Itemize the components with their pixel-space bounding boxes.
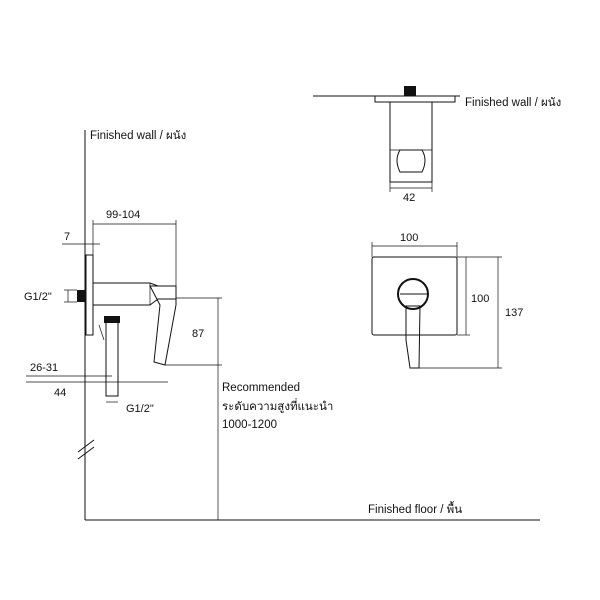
lever-handle-top (396, 149, 426, 173)
finished-wall-label-left: Finished wall / ผนัง (90, 130, 186, 142)
dim-7: 7 (64, 231, 70, 243)
dim-g12-left: G1/2" (24, 291, 52, 303)
dim-g12-bottom: G1/2" (126, 403, 154, 415)
dim-42: 42 (403, 192, 415, 204)
recommended-range-label: 1000-1200 (222, 419, 277, 431)
pipe-detail (98, 324, 105, 341)
valve-body-top (389, 101, 433, 183)
cover-plate-top (374, 95, 456, 103)
lever-handle-front (405, 305, 421, 369)
dim-99-104: 99-104 (106, 209, 140, 221)
finished-wall-label-top: Finished wall / ผนัง (465, 97, 561, 109)
dim-137: 137 (505, 307, 523, 319)
dim-26-31: 26-31 (30, 362, 58, 374)
inlet-pipe-bottom (105, 317, 119, 397)
wall-break-mark (77, 439, 95, 453)
dim-44: 44 (54, 387, 66, 399)
inlet-nipple-top (404, 86, 416, 96)
finished-floor-label: Finished floor / พื้น (368, 501, 462, 516)
recommended-label: Recommended (222, 382, 300, 394)
dim-100-height: 100 (471, 293, 489, 305)
lever-handle-side (149, 285, 177, 366)
cover-plate-front (371, 256, 458, 336)
recommended-thai-label: ระดับความสูงที่แนะนำ (222, 398, 333, 413)
dim-87: 87 (192, 328, 204, 340)
side-view: 99-104 7 G1/2" 87 26-31 44 G1/2" Finishe… (24, 130, 540, 521)
front-view: 100 100 137 (371, 232, 523, 369)
cover-plate-side (85, 254, 94, 336)
inlet-nipple-bottom (104, 316, 120, 323)
dim-100-width: 100 (400, 232, 418, 244)
inlet-nipple-left (77, 290, 85, 302)
top-view: 42 Finished wall / ผนัง (313, 86, 561, 204)
wall-break-mark (77, 446, 95, 460)
